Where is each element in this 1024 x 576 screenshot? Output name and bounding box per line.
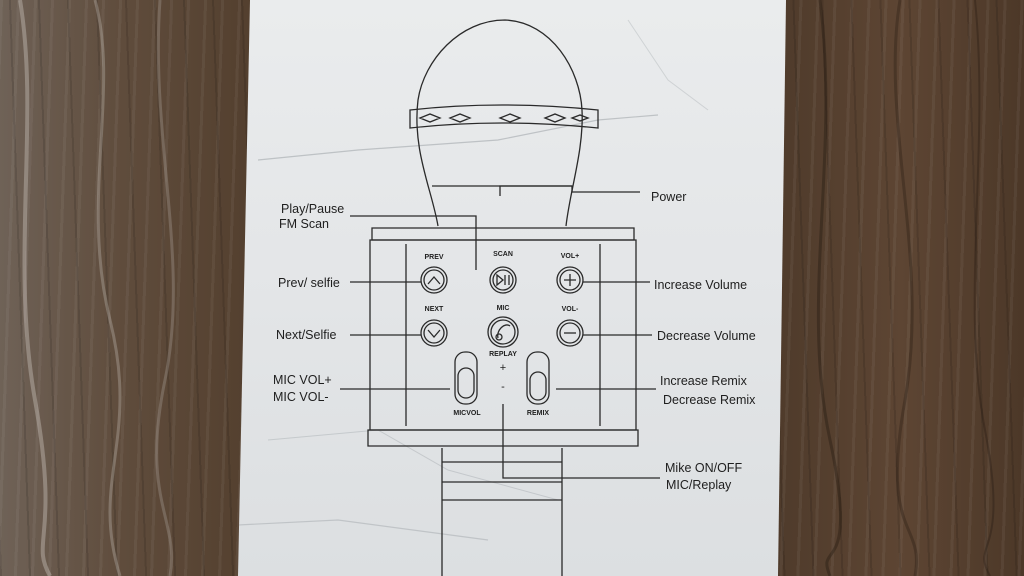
scan-label: SCAN: [493, 251, 513, 258]
prev-button-drawing: [420, 266, 448, 294]
remix-slider-drawing: [526, 351, 550, 405]
power-callout: Power: [651, 190, 687, 204]
mike-on-off-callout: Mike ON/OFF: [665, 461, 743, 475]
micvol-slider-drawing: [454, 351, 478, 405]
plus-sign: +: [499, 362, 507, 374]
prev-selfie-callout: Prev/ selfie: [278, 276, 340, 290]
micvol-label: MICVOL: [453, 410, 481, 417]
mic-replay-callout: MIC/Replay: [666, 478, 732, 492]
replay-label: REPLAY: [489, 351, 517, 358]
fm-scan-callout: FM Scan: [279, 217, 330, 231]
increase-volume-callout: Increase Volume: [654, 278, 748, 292]
decrease-remix-callout: Decrease Remix: [663, 393, 756, 407]
mic-button-drawing: [487, 316, 519, 348]
mic-label: MIC: [496, 305, 510, 312]
decrease-volume-callout: Decrease Volume: [657, 329, 756, 343]
paper-creases: [238, 19, 709, 541]
vol-plus-label: VOL+: [560, 253, 580, 260]
vol-minus-button-drawing: [556, 319, 584, 347]
prev-label: PREV: [424, 254, 444, 261]
next-button-drawing: [420, 319, 448, 347]
mic-vol-plus-callout: MIC VOL+: [273, 373, 332, 387]
minus-sign: -: [501, 381, 505, 393]
next-label: NEXT: [424, 306, 444, 313]
vol-plus-button-drawing: [556, 266, 584, 294]
next-selfie-callout: Next/Selfie: [276, 328, 337, 342]
remix-label: REMIX: [526, 410, 550, 417]
play-pause-callout: Play/Pause: [281, 202, 345, 216]
instruction-sheet: [238, 0, 786, 576]
increase-remix-callout: Increase Remix: [660, 374, 747, 388]
scan-button-drawing: [489, 266, 517, 294]
mic-vol-minus-callout: MIC VOL-: [273, 390, 329, 404]
vol-minus-label: VOL-: [561, 306, 579, 313]
